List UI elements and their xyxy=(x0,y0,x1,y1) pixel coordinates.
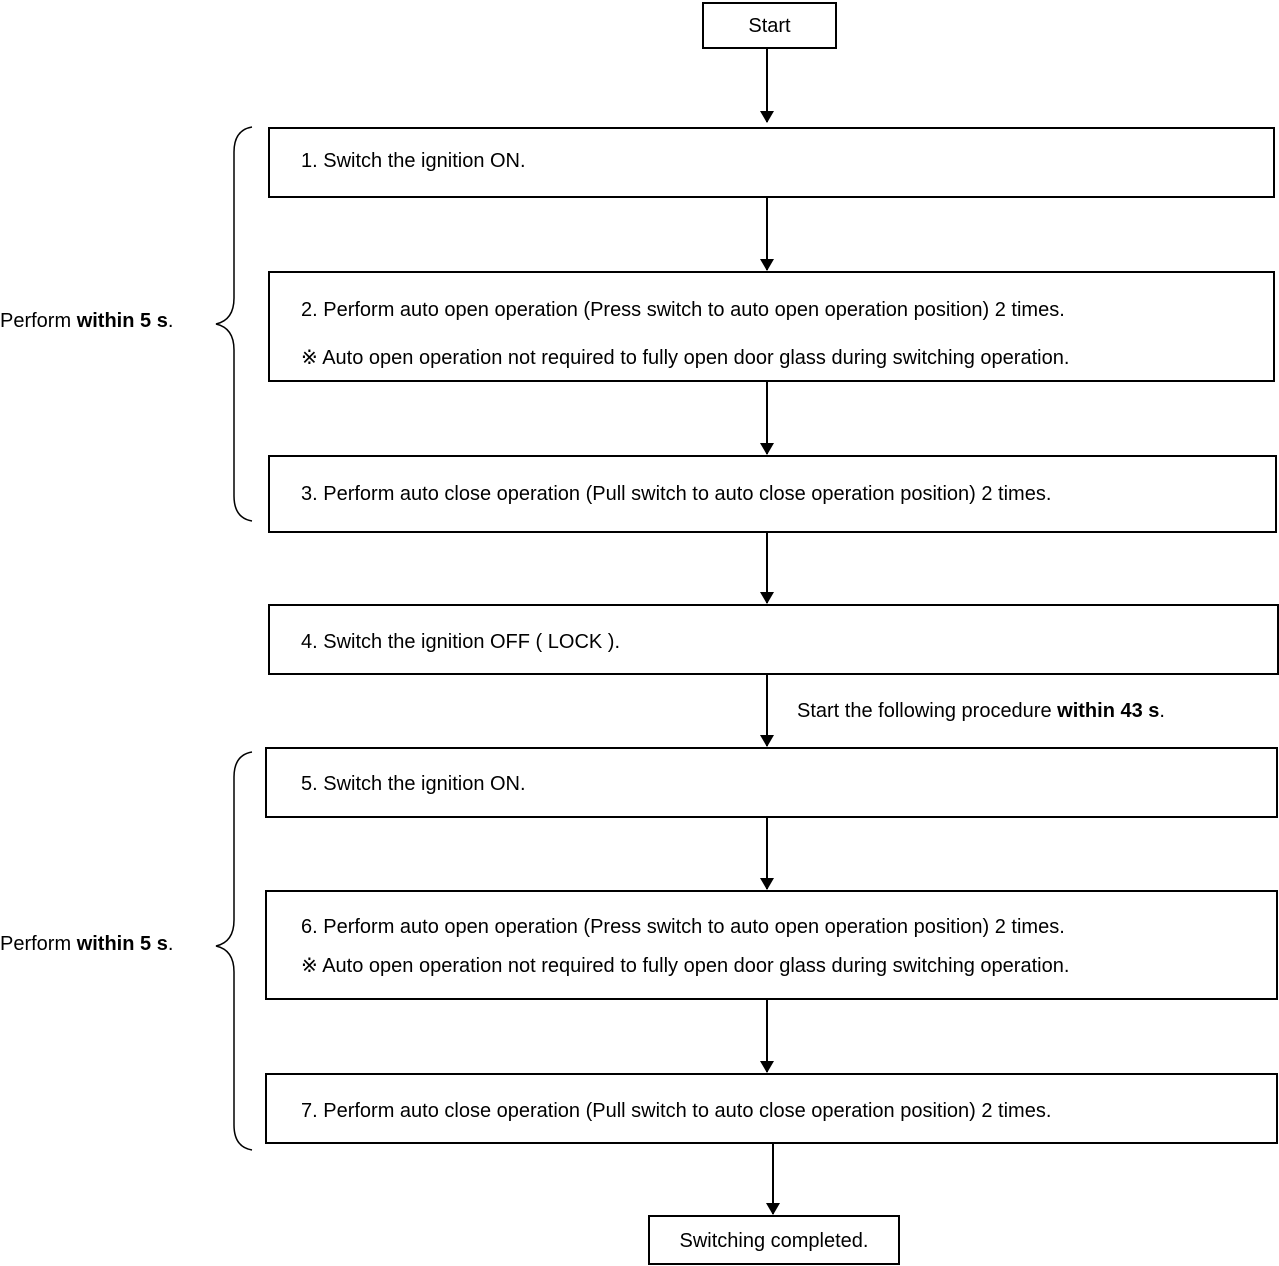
step-3-box: 3. Perform auto close operation (Pull sw… xyxy=(268,455,1277,533)
bracket-2-bold: within 5 s xyxy=(76,933,168,955)
step-7-text: 7. Perform auto close operation (Pull sw… xyxy=(301,1100,1052,1122)
start-label: Start xyxy=(748,15,791,37)
step-1-text: 1. Switch the ignition ON. xyxy=(301,150,526,172)
step-4-box: 4. Switch the ignition OFF ( LOCK ). xyxy=(268,604,1279,675)
step-2-text: 2. Perform auto open operation (Press sw… xyxy=(301,299,1065,321)
step-4-text: 4. Switch the ignition OFF ( LOCK ). xyxy=(301,631,620,653)
bracket-label-2: Perform within 5 s. xyxy=(0,932,173,956)
interval-note-suffix: . xyxy=(1159,700,1165,722)
step-5-text: 5. Switch the ignition ON. xyxy=(301,773,526,795)
bracket-label-1: Perform within 5 s. xyxy=(0,309,173,333)
bracket-1-bold: within 5 s xyxy=(76,310,168,332)
bracket-1-suffix: . xyxy=(167,310,174,332)
step-1-box: 1. Switch the ignition ON. xyxy=(268,127,1275,198)
step-6-note: ※ Auto open operation not required to fu… xyxy=(301,955,1070,977)
step-6-box: 6. Perform auto open operation (Press sw… xyxy=(265,890,1278,1000)
step-6-text: 6. Perform auto open operation (Press sw… xyxy=(301,916,1065,938)
start-node: Start xyxy=(702,2,837,49)
step-7-box: 7. Perform auto close operation (Pull sw… xyxy=(265,1073,1278,1144)
step-2-box: 2. Perform auto open operation (Press sw… xyxy=(268,271,1275,382)
brace-group-1 xyxy=(215,126,253,522)
bracket-1-prefix: Perform xyxy=(0,310,77,332)
interval-note-bold: within 43 s xyxy=(1057,700,1160,722)
step-3-text: 3. Perform auto close operation (Pull sw… xyxy=(301,483,1052,505)
end-node: Switching completed. xyxy=(648,1215,900,1265)
brace-group-2 xyxy=(215,751,253,1151)
interval-note-prefix: Start the following procedure xyxy=(797,700,1058,722)
bracket-2-prefix: Perform xyxy=(0,933,77,955)
step-5-box: 5. Switch the ignition ON. xyxy=(265,747,1278,818)
interval-note: Start the following procedure within 43 … xyxy=(797,699,1165,723)
end-label: Switching completed. xyxy=(679,1230,869,1252)
bracket-2-suffix: . xyxy=(167,933,174,955)
step-2-note: ※ Auto open operation not required to fu… xyxy=(301,347,1070,369)
